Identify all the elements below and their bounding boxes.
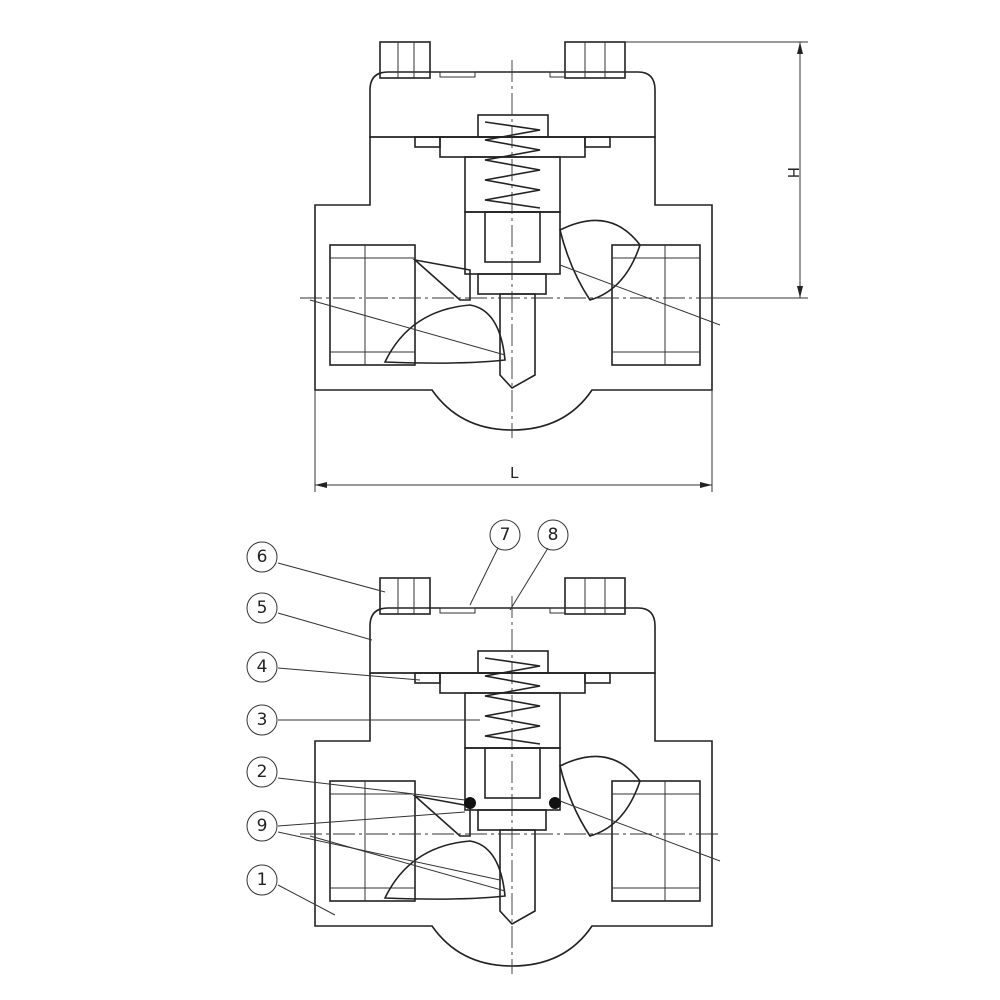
- svg-text:1: 1: [257, 870, 268, 890]
- balloon-5: 5: [246, 592, 278, 624]
- dimension-l: L: [314, 390, 713, 492]
- svg-text:4: 4: [257, 657, 268, 677]
- svg-text:2: 2: [257, 762, 268, 782]
- balloon-4: 4: [246, 651, 278, 683]
- dimension-h: H: [625, 41, 808, 299]
- svg-text:8: 8: [548, 525, 559, 545]
- dimension-l-label: L: [510, 464, 519, 482]
- balloon-2: 2: [246, 756, 278, 788]
- valve-section-top: [299, 41, 721, 439]
- balloon-7: 7: [489, 519, 521, 551]
- svg-text:7: 7: [500, 525, 511, 545]
- seal-ring: [464, 797, 561, 809]
- balloon-1: 1: [246, 864, 278, 896]
- svg-text:6: 6: [257, 547, 268, 567]
- svg-text:5: 5: [257, 598, 268, 618]
- balloon-9: 9: [246, 810, 278, 842]
- svg-text:3: 3: [257, 710, 268, 730]
- balloon-6: 6: [246, 541, 278, 573]
- svg-text:9: 9: [257, 816, 268, 836]
- balloon-3: 3: [246, 704, 278, 736]
- dimension-h-label: H: [784, 167, 802, 178]
- balloon-8: 8: [537, 519, 569, 551]
